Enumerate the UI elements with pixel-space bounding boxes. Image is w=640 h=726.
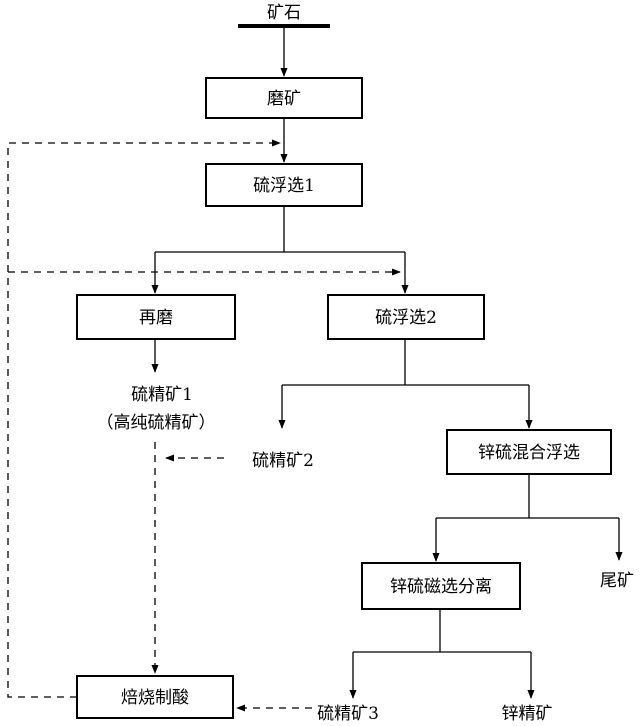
- zinc-sulfur-magnetic-separation-box: [361, 562, 521, 610]
- sulfur-flotation-1-label: 硫浮选1: [253, 176, 315, 196]
- sulfur-flotation-2-box: [327, 294, 485, 340]
- roasting-acid-making-label: 焙烧制酸: [121, 688, 189, 708]
- sulfur-concentrate-1-note: （高纯硫精矿）: [97, 413, 216, 433]
- sulfur-concentrate-3-label: 硫精矿3: [317, 704, 379, 724]
- zinc-sulfur-bulk-flotation-label: 锌硫混合浮选: [478, 443, 580, 463]
- zinc-sulfur-magnetic-separation-label: 锌硫磁选分离: [390, 577, 492, 597]
- dashed-recycle-loop: [7, 139, 281, 698]
- sulfur-flotation-2-label: 硫浮选2: [375, 308, 437, 328]
- regrinding-box: [76, 294, 236, 340]
- roasting-acid-making-box: [76, 675, 234, 719]
- grinding-label: 磨矿: [267, 89, 301, 109]
- sulfur-flotation-1-box: [205, 163, 363, 207]
- sulfur-concentrate-1-label: 硫精矿1: [131, 385, 193, 405]
- sulfur-concentrate-2-label: 硫精矿2: [252, 451, 314, 471]
- ore-label: 矿石: [267, 3, 301, 23]
- grinding-box: [205, 77, 363, 119]
- zinc-concentrate-label: 锌精矿: [502, 704, 553, 724]
- tailings-label: 尾矿: [600, 571, 634, 591]
- regrinding-label: 再磨: [139, 308, 173, 328]
